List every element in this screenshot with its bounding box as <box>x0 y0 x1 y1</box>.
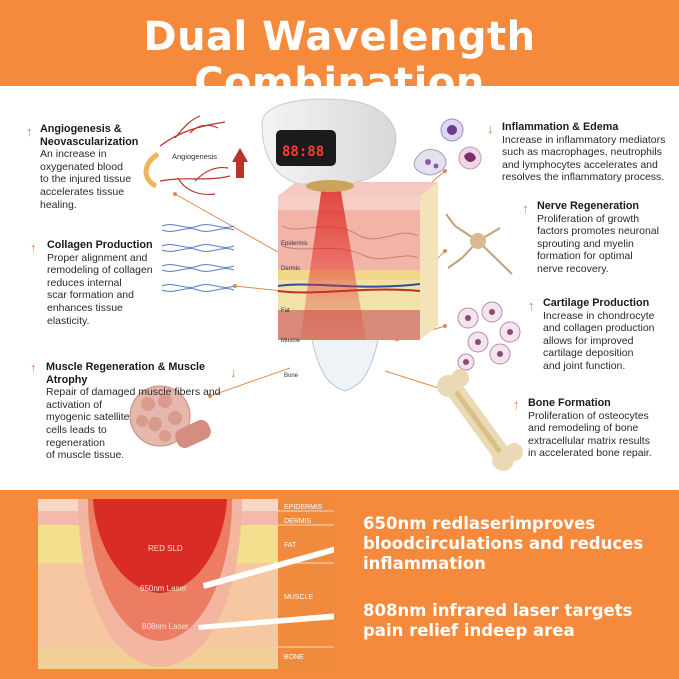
cartilage-title: Cartilage Production <box>543 297 650 309</box>
cartilage-text: and joint function. <box>543 359 626 372</box>
collagen-text: Proper alignment and <box>47 251 148 264</box>
layer-label-bone: BONE <box>284 654 304 661</box>
muscle-text: of muscle tissue. <box>46 449 125 462</box>
muscle-fiber-illustration <box>129 385 211 449</box>
muscle-text: Repair of damaged muscle fibers and <box>46 386 221 399</box>
text-650nm-line: 650nm redlaserimproves <box>363 514 596 533</box>
increase-arrow-icon <box>522 203 529 215</box>
cartilage-text: Increase in chondrocyte <box>543 309 655 322</box>
muscle-text: cells leads to <box>46 423 107 436</box>
angiogenesis-text: to the injured tissue <box>40 173 132 186</box>
increase-arrow-icon <box>232 148 248 178</box>
skin-label-muscle: Muscle <box>281 338 301 344</box>
bone-title: Bone Formation <box>528 397 611 409</box>
collagen-text: enhances tissue <box>47 301 123 314</box>
collagen-text: remodeling of collagen <box>47 264 153 277</box>
angiogenesis-text: accelerates tissue <box>40 185 125 198</box>
page-title: Dual Wavelength Combination <box>143 14 536 106</box>
laser-device <box>261 98 397 192</box>
collagen-text: scar formation and <box>47 289 134 302</box>
pointer-arrow-650 <box>203 546 334 589</box>
muscle-text: myogenic satellite <box>46 411 130 424</box>
text-650nm: 650nm redlaserimproves bloodcirculations… <box>363 514 673 574</box>
laser-650-label: 650nm Laser <box>140 584 187 593</box>
inflammation-text: such as macrophages, neutrophils <box>502 146 662 159</box>
laser-808-label: 808nm Laser <box>142 622 189 631</box>
increase-arrow-icon <box>513 399 520 411</box>
cartilage-block: Cartilage Production Increase in chondro… <box>543 297 677 373</box>
device-display: 88:88 <box>282 144 324 160</box>
bone-illustration <box>437 369 523 471</box>
text-650nm-line: bloodcirculations and reduces <box>363 534 644 553</box>
skin-label-bone: Bone <box>284 373 299 379</box>
inflammation-text: resolves the inflammatory process. <box>502 171 665 184</box>
red-sld-label: RED SLD <box>148 544 183 553</box>
angiogenesis-title: Angiogenesis & <box>40 123 122 135</box>
muscle-title: Muscle Regeneration & Muscle Atrophy <box>46 361 205 386</box>
skin-label-dermis: Dermis <box>281 266 300 272</box>
increase-arrow-icon <box>30 242 37 254</box>
angiogenesis-text: healing. <box>40 198 77 211</box>
nerve-text: sprouting and myelin <box>537 237 634 250</box>
layer-label-fat: FAT <box>284 542 297 549</box>
increase-arrow-icon <box>30 362 37 374</box>
collagen-text: elasticity. <box>47 314 90 327</box>
nerve-block: Nerve Regeneration Proliferation of grow… <box>537 200 677 276</box>
text-808nm-line: 808nm infrared laser targets <box>363 601 633 620</box>
muscle-block: Muscle Regeneration & Muscle Atrophy Rep… <box>46 361 236 462</box>
layer-label-dermis: DERMIS <box>284 518 312 525</box>
increase-arrow-icon <box>528 300 535 312</box>
bone-block: Bone Formation Proliferation of osteocyt… <box>528 397 678 460</box>
bone-text: Proliferation of osteocytes <box>528 409 649 422</box>
header-banner: Dual Wavelength Combination <box>0 0 679 106</box>
vessel-label: Angiogenesis <box>172 152 217 161</box>
cartilage-text: allows for improved <box>543 334 634 347</box>
bone-text: in accelerated bone repair. <box>528 447 652 460</box>
collagen-text: reduces internal <box>47 276 122 289</box>
text-808nm-line: pain relief indeep area <box>363 621 575 640</box>
collagen-title: Collagen Production <box>47 239 153 251</box>
skin-label-fat: Fat <box>281 308 290 314</box>
collagen-block: Collagen Production Proper alignment and… <box>47 239 167 327</box>
curved-arrow-icon <box>143 151 160 189</box>
cartilage-text: cartilage deposition <box>543 347 634 360</box>
increase-arrow-icon <box>26 126 33 138</box>
inflammation-block: Inflammation & Edema Increase in inflamm… <box>502 121 678 184</box>
nerve-text: nerve recovery. <box>537 262 609 275</box>
bone-text: and remodeling of bone <box>528 422 639 435</box>
inflammatory-cells-illustration <box>413 118 482 176</box>
angiogenesis-text: An increase in <box>40 148 107 161</box>
nerve-title: Nerve Regeneration <box>537 200 640 212</box>
nerve-text: formation for optimal <box>537 250 633 263</box>
text-650nm-line: inflammation <box>363 554 486 573</box>
layer-label-epidermis: EPIDERMIS <box>284 504 323 511</box>
skin-label-epidermis: Epidermis <box>281 241 308 247</box>
nerve-text: Proliferation of growth <box>537 212 640 225</box>
inflammation-title: Inflammation & Edema <box>502 121 619 133</box>
blood-vessel-illustration <box>159 115 231 196</box>
penetration-depth-diagram: EPIDERMIS DERMIS FAT MUSCLE BONE RED SLD… <box>38 499 334 669</box>
muscle-text: activation of <box>46 398 103 411</box>
inflammation-text: and lymphocytes accelerates and <box>502 158 658 171</box>
layer-label-muscle: MUSCLE <box>284 594 314 601</box>
angiogenesis-text: oxygenated blood <box>40 160 123 173</box>
muscle-text: regeneration <box>46 436 105 449</box>
text-808nm: 808nm infrared laser targets pain relief… <box>363 601 673 641</box>
inflammation-text: Increase in inflammatory mediators <box>502 133 666 146</box>
laser-beam <box>300 186 366 340</box>
decrease-arrow-icon <box>487 123 494 135</box>
angiogenesis-title-2: Neovascularization <box>40 135 139 148</box>
skin-diagram-illustration: Angiogenesis Epidermis Dermis Fat Muscle… <box>129 98 523 471</box>
pointer-arrow-808 <box>198 613 334 630</box>
angiogenesis-block: Angiogenesis & Neovascularization An inc… <box>40 123 160 211</box>
nerve-text: factors promotes neuronal <box>537 225 659 238</box>
skin-block <box>277 182 438 392</box>
collagen-fiber-illustration <box>161 224 235 292</box>
bone-text: extracellular matrix results <box>528 434 650 447</box>
cartilage-text: and collagen production <box>543 322 655 335</box>
